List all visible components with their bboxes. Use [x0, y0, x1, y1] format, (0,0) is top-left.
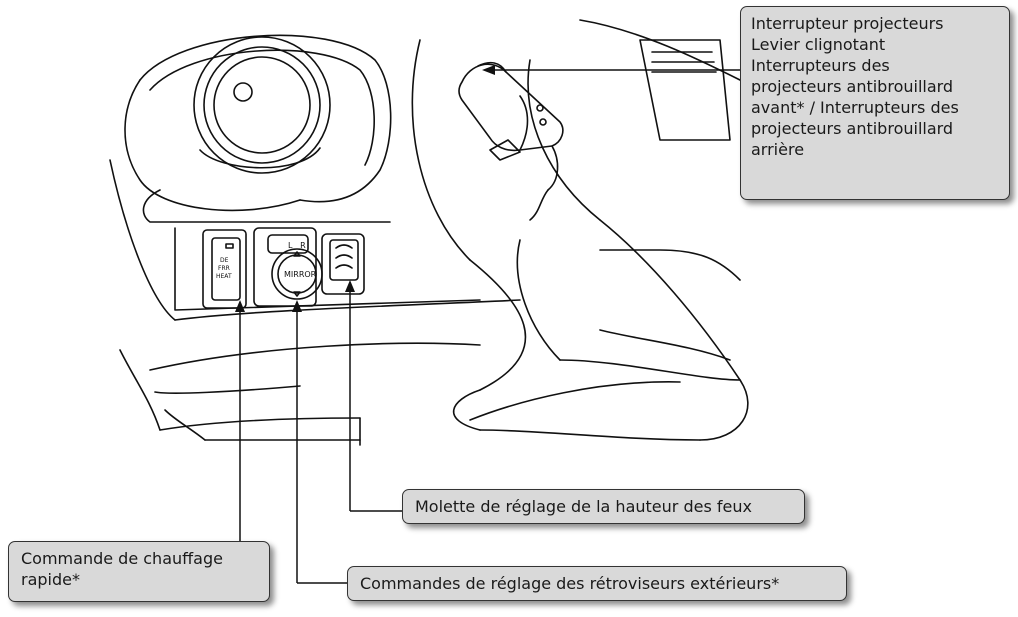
- callout-heat-line-1: Commande de chauffage: [21, 549, 223, 568]
- instrument-hood: [124, 34, 392, 223]
- callout-mirror: Commandes de réglage des rétroviseurs ex…: [347, 566, 847, 601]
- heat-switch-label-1: DE: [220, 257, 229, 264]
- callout-lights-line-3: Interrupteurs des: [751, 56, 890, 75]
- mirror-select-label: L R: [288, 241, 306, 250]
- callout-lights-line-7: arrière: [751, 140, 805, 159]
- callout-lights-line-1: Interrupteur projecteurs: [751, 14, 944, 33]
- dashboard-body: [109, 159, 521, 446]
- mirror-switch-label: MIRROR: [284, 270, 317, 279]
- callout-lights-line-4: projecteurs antibrouillard: [751, 77, 954, 96]
- arrowhead-heat: [235, 300, 245, 312]
- callout-heat: Commande de chauffage rapide*: [8, 541, 270, 602]
- heat-switch-label-3: HEAT: [216, 273, 232, 280]
- mirror-switch-panel: [253, 227, 323, 307]
- callout-lights-line-2: Levier clignotant: [751, 35, 886, 54]
- callout-level: Molette de réglage de la hauteur des feu…: [402, 489, 805, 524]
- level-dial-panel: [321, 233, 365, 295]
- callout-lights-line-6: projecteurs antibrouillard: [751, 119, 954, 138]
- callout-lights: Interrupteur projecteurs Levier clignota…: [740, 6, 1010, 200]
- callout-heat-line-2: rapide*: [21, 570, 80, 589]
- arrowhead-lights: [482, 65, 495, 75]
- gauge-dial: [193, 36, 331, 174]
- heat-switch-label-2: FRR: [218, 265, 230, 272]
- vent-and-panel-right: [579, 19, 741, 281]
- turn-signal-lever: [458, 61, 564, 221]
- heat-switch-panel: [202, 229, 247, 309]
- arrowhead-level: [345, 280, 355, 292]
- callout-level-text: Molette de réglage de la hauteur des feu…: [415, 497, 752, 516]
- callout-lights-line-5: avant* / Interrupteurs des: [751, 98, 959, 117]
- callout-mirror-text: Commandes de réglage des rétroviseurs ex…: [360, 574, 780, 593]
- arrowhead-mirror: [292, 300, 302, 312]
